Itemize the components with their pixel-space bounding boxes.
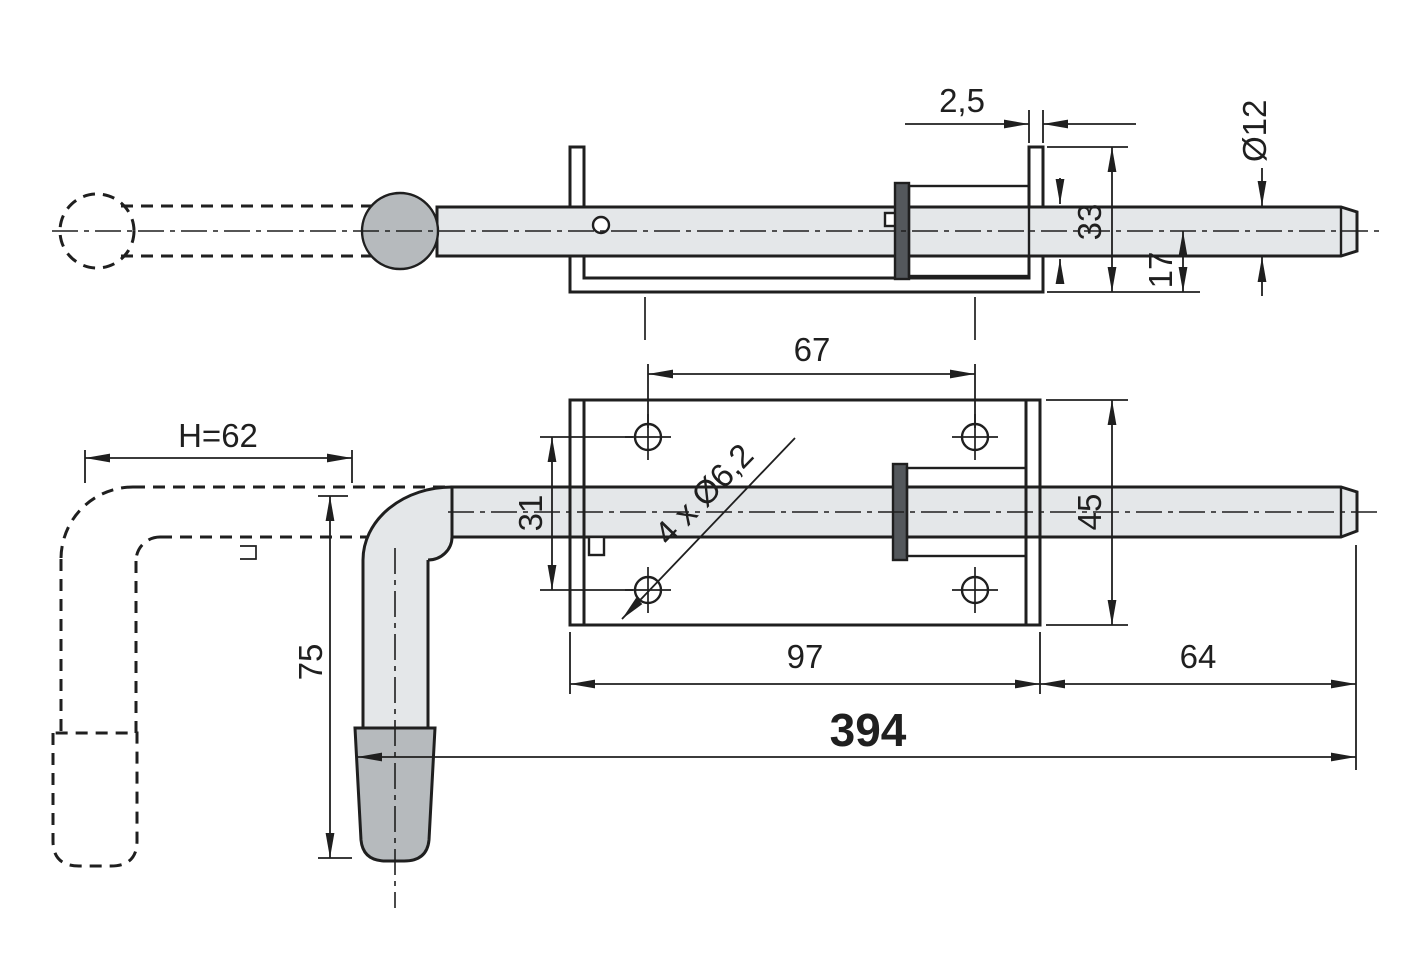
dim-handle-height: H=62 (84, 417, 353, 483)
spring-side (907, 184, 1031, 278)
grip-dashed (51, 731, 139, 868)
dim-label-hole-pitch-x: 67 (794, 331, 831, 368)
dim-plate-length: 97 (569, 632, 1041, 694)
handle-solid (353, 485, 454, 863)
detail-symbol (240, 545, 257, 560)
dim-label-overall-length: 394 (830, 704, 907, 756)
dim-handle-drop: 75 (292, 495, 352, 859)
dim-rod-diameter: Ø12 (1236, 100, 1273, 296)
dim-label-rod-protrusion: 64 (1180, 638, 1217, 675)
dim-rod-protrusion: 64 (1040, 545, 1357, 770)
dim-hole-pitch-y: 31 (512, 436, 633, 591)
dim-label-plate-width: 45 (1071, 494, 1108, 531)
dim-label-rod-diameter: Ø12 (1236, 100, 1273, 162)
dim-hole-pitch-x: 67 (647, 331, 976, 428)
dim-label-axis-to-base: 17 (1142, 252, 1179, 289)
dim-bracket-height: 33 (1047, 146, 1200, 293)
dim-plate-width: 45 (1046, 399, 1128, 626)
dim-axis-to-base: 17 (1142, 231, 1188, 292)
pin-hole-side (591, 215, 611, 235)
dim-wall-thickness: 2,5 (905, 82, 1136, 143)
latch-notch (587, 535, 606, 557)
dim-label-hole-pitch-y: 31 (512, 495, 549, 532)
u-bracket (568, 145, 1045, 294)
side-view: 2,5 Ø12 33 17 (52, 82, 1380, 340)
mounting-holes (625, 414, 998, 613)
plan-view: H=62 75 67 4 x Ø6,2 31 (51, 331, 1380, 908)
dim-label-wall-thickness: 2,5 (939, 82, 985, 119)
dim-label-handle-drop: 75 (292, 644, 329, 681)
dim-overall-length: 394 (357, 704, 1356, 762)
dim-label-plate-length: 97 (787, 638, 824, 675)
dim-label-handle-height: H=62 (178, 417, 258, 454)
knob-hidden-position (58, 192, 136, 270)
dim-label-bracket-height: 33 (1071, 204, 1108, 241)
